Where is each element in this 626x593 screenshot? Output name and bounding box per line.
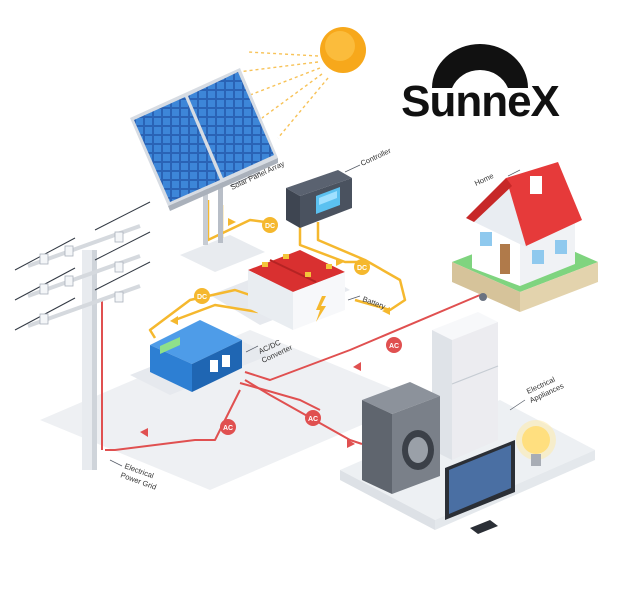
ac-badge: AC (220, 419, 236, 435)
brand-logo: SunneX (380, 40, 580, 140)
ac-dc-converter (150, 320, 242, 392)
home-building (452, 162, 598, 312)
power-grid-pole (14, 201, 151, 470)
electrical-appliances (362, 312, 556, 534)
svg-text:AC: AC (308, 416, 318, 423)
svg-text:DC: DC (357, 265, 367, 272)
label-battery: Battery (361, 294, 387, 311)
dc-badge: DC (354, 259, 370, 275)
svg-text:AC: AC (223, 425, 233, 432)
logo-arc-icon (432, 44, 528, 88)
svg-text:DC: DC (265, 223, 275, 230)
dc-badge: DC (194, 288, 210, 304)
flow-badges: DC DC DC AC AC AC (194, 217, 402, 435)
label-controller: Controller (359, 146, 393, 168)
svg-text:DC: DC (197, 294, 207, 301)
light-bulb-icon (516, 420, 556, 466)
brand-name: SunneX (401, 77, 560, 126)
battery-bank (248, 250, 345, 330)
sun-icon (237, 27, 366, 139)
flow-arrows (140, 218, 390, 448)
callout-lines (109, 164, 526, 467)
solar-panel-array (130, 68, 278, 245)
dc-badge: DC (262, 217, 278, 233)
ac-badge: AC (305, 410, 321, 426)
label-home: Home (473, 171, 495, 188)
ac-badge: AC (386, 337, 402, 353)
svg-text:AC: AC (389, 343, 399, 350)
charge-controller (286, 170, 352, 228)
